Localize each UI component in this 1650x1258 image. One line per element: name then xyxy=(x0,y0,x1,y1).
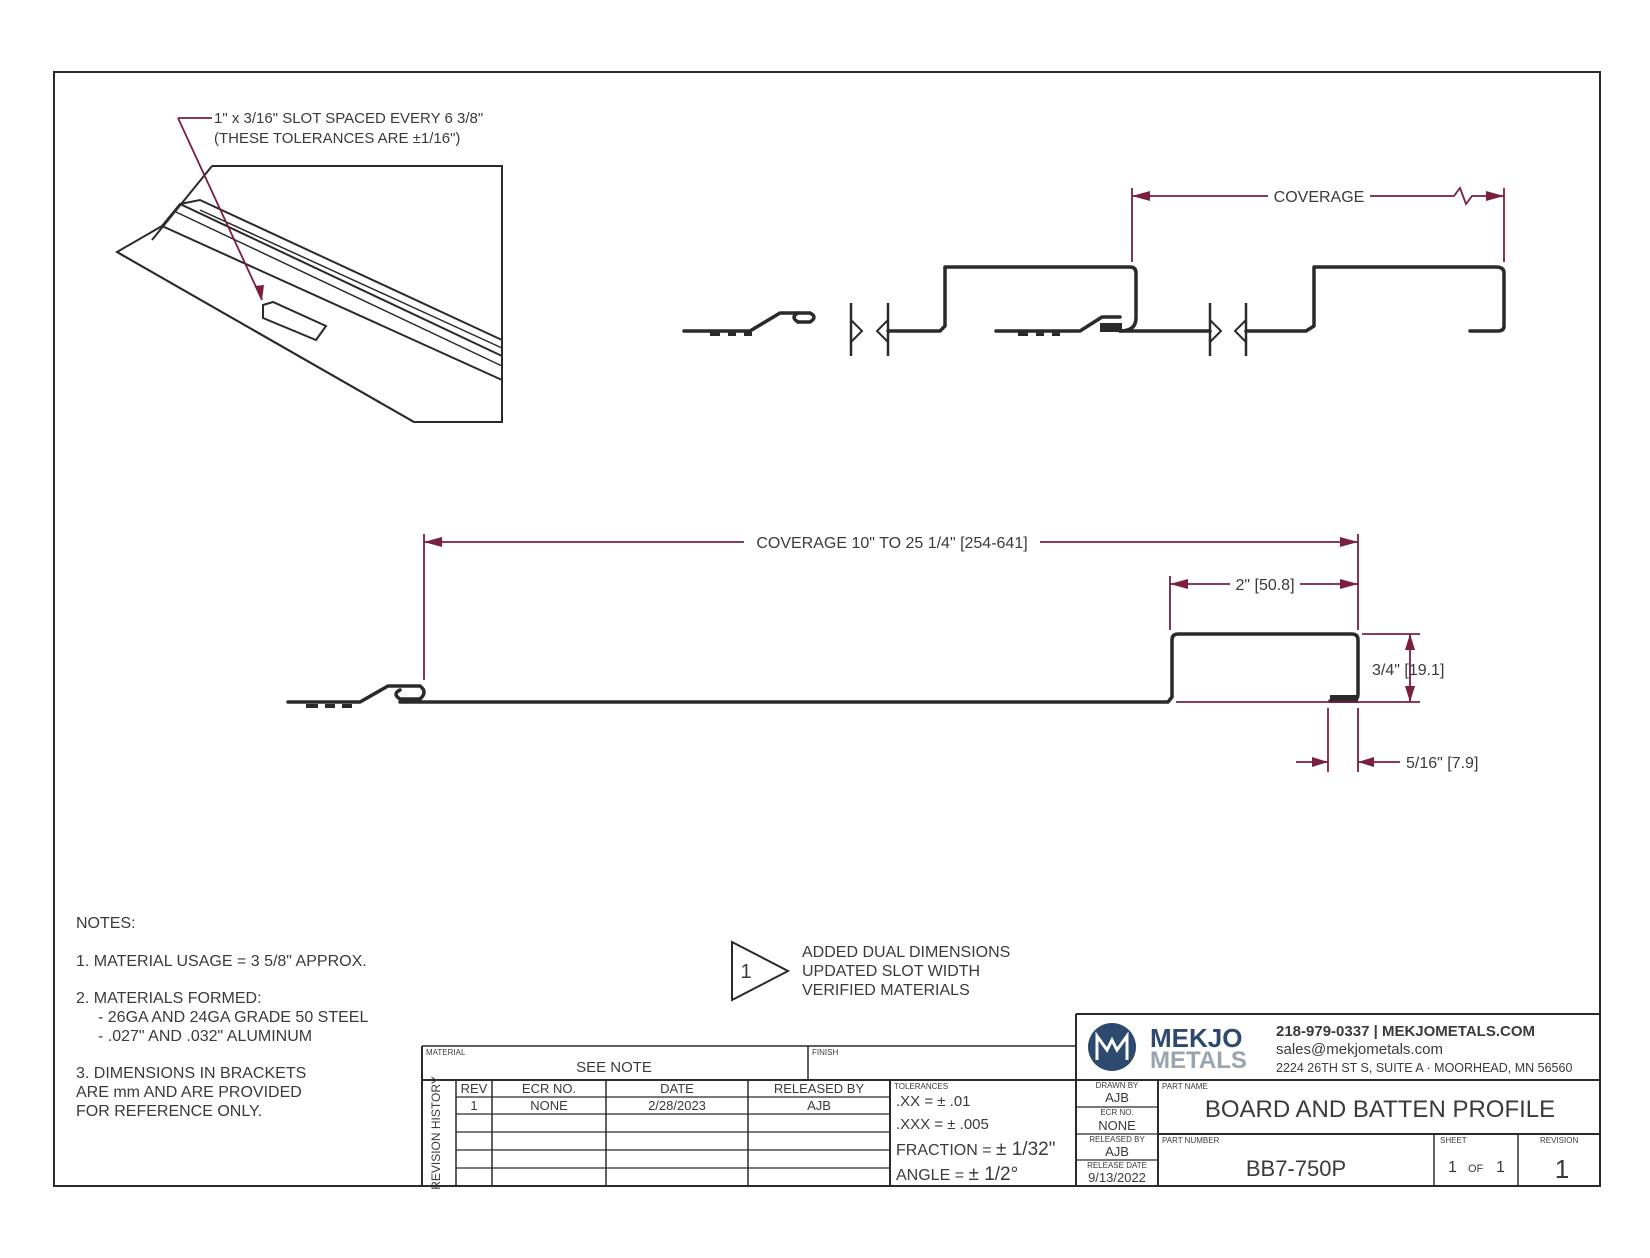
part-number-label: PART NUMBER xyxy=(1162,1136,1220,1145)
part-name-value: BOARD AND BATTEN PROFILE xyxy=(1205,1096,1555,1123)
revision-history-label: REVISION HISTORY xyxy=(429,1076,443,1190)
note-2a: - 26GA AND 24GA GRADE 50 STEEL xyxy=(98,1009,368,1026)
revision-flag-line3: VERIFIED MATERIALS xyxy=(802,982,970,999)
logo-word-metals: METALS xyxy=(1150,1047,1247,1074)
sheet-of: OF xyxy=(1468,1163,1484,1175)
released-by-label: RELEASED BY xyxy=(1089,1135,1145,1144)
coverage-main-label: COVERAGE 10" TO 25 1/4" [254-641] xyxy=(756,535,1027,552)
tolerances-label: TOLERANCES xyxy=(894,1082,948,1091)
rev-header-released-by: RELEASED BY xyxy=(774,1081,865,1096)
ecr-value: NONE xyxy=(1098,1118,1136,1133)
hem-dimension-label: 5/16" [7.9] xyxy=(1406,755,1478,772)
note-3a: 3. DIMENSIONS IN BRACKETS xyxy=(76,1065,306,1082)
notes-block: NOTES: 1. MATERIAL USAGE = 3 5/8" APPROX… xyxy=(76,915,368,1120)
drawn-by-label: DRAWN BY xyxy=(1096,1081,1139,1090)
logo-word-mekjo: MEKJO xyxy=(1150,1023,1242,1053)
company-address: 2224 26TH ST S, SUITE A · MOORHEAD, MN 5… xyxy=(1276,1061,1572,1075)
revision-value: 1 xyxy=(1555,1154,1569,1184)
logo-emblem-icon xyxy=(1088,1023,1136,1071)
main-hem-fill xyxy=(1330,695,1358,703)
tolerance-fraction: FRACTION = ± 1/32" xyxy=(896,1139,1055,1160)
company-logo: MEKJO METALS xyxy=(1088,1023,1247,1074)
note-3c: FOR REFERENCE ONLY. xyxy=(76,1103,262,1120)
note-3b: ARE mm AND ARE PROVIDED xyxy=(76,1084,302,1101)
rev-row-rev: 1 xyxy=(470,1098,477,1113)
revision-flag-triangle xyxy=(731,940,791,1002)
title-block xyxy=(421,1013,1600,1186)
sheet-total: 1 xyxy=(1496,1159,1505,1176)
hem-fill xyxy=(1100,323,1122,332)
batten-height-label: 3/4" [19.1] xyxy=(1372,662,1444,679)
released-by-value: AJB xyxy=(1105,1144,1129,1159)
slot-callout-line1: 1" x 3/16" SLOT SPACED EVERY 6 3/8" xyxy=(214,110,483,127)
release-date-value: 9/13/2022 xyxy=(1088,1170,1146,1185)
company-phone-web: 218-979-0337 | MEKJOMETALS.COM xyxy=(1276,1023,1535,1040)
sheet-label: SHEET xyxy=(1440,1136,1467,1145)
rev-header-ecr: ECR NO. xyxy=(522,1081,576,1096)
tolerance-xxx: .XXX = ± .005 xyxy=(896,1116,989,1133)
note-1: 1. MATERIAL USAGE = 3 5/8" APPROX. xyxy=(76,953,367,970)
assembly-view xyxy=(682,186,1506,356)
sheet-border xyxy=(53,71,1601,1187)
rev-row-ecr: NONE xyxy=(530,1098,568,1113)
isometric-slot-detail xyxy=(114,117,503,423)
finish-label: FINISH xyxy=(812,1048,838,1057)
rev-row-released-by: AJB xyxy=(807,1098,831,1113)
slot-shape xyxy=(262,300,328,342)
tolerance-angle: ANGLE = ± 1/2° xyxy=(896,1164,1018,1185)
tolerance-xx: .XX = ± .01 xyxy=(896,1093,971,1110)
rev-header-date: DATE xyxy=(660,1081,694,1096)
revision-flag-line2: UPDATED SLOT WIDTH xyxy=(802,963,980,980)
batten-width-label: 2" [50.8] xyxy=(1235,577,1294,594)
part-name-label: PART NAME xyxy=(1162,1082,1208,1091)
company-email: sales@mekjometals.com xyxy=(1276,1041,1443,1058)
release-date-label: RELEASE DATE xyxy=(1087,1161,1147,1170)
sheet-number: 1 xyxy=(1448,1159,1457,1176)
main-profile-view xyxy=(286,534,1420,772)
material-label: MATERIAL xyxy=(426,1048,466,1057)
drawn-by-value: AJB xyxy=(1105,1090,1129,1105)
rev-row-date: 2/28/2023 xyxy=(648,1098,706,1113)
revision-label: REVISION xyxy=(1540,1136,1578,1145)
coverage-top-label: COVERAGE xyxy=(1274,189,1365,206)
rev-header-rev: REV xyxy=(461,1081,488,1096)
part-number-value: BB7-750P xyxy=(1246,1156,1346,1181)
note-2: 2. MATERIALS FORMED: xyxy=(76,990,262,1007)
ecr-label: ECR NO. xyxy=(1100,1108,1133,1117)
material-value: SEE NOTE xyxy=(576,1059,652,1076)
revision-flag-line1: ADDED DUAL DIMENSIONS xyxy=(802,944,1010,961)
note-2b: - .027" AND .032" ALUMINUM xyxy=(98,1028,312,1045)
notes-title: NOTES: xyxy=(76,915,136,932)
slot-callout-line2: (THESE TOLERANCES ARE ±1/16") xyxy=(214,130,460,147)
revision-flag-number: 1 xyxy=(740,961,751,983)
